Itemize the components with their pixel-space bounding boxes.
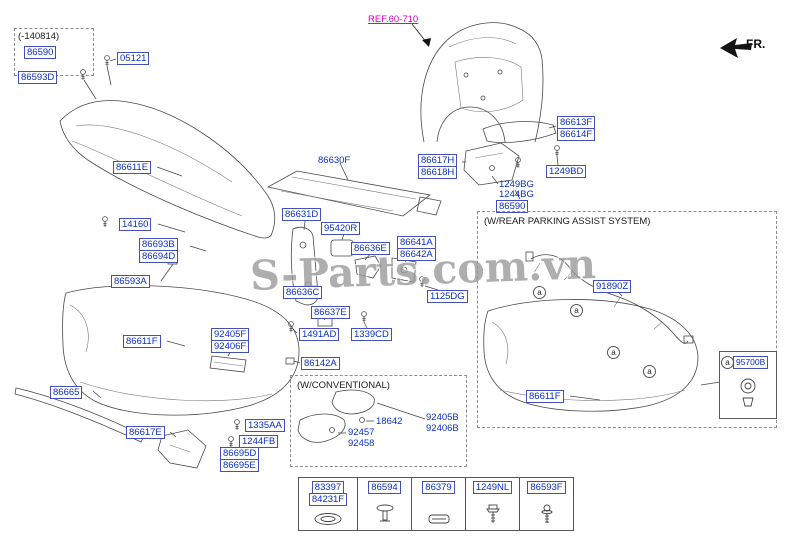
parking-sensor-icon (740, 378, 756, 407)
part-link-86593D[interactable]: 86593D (18, 71, 58, 84)
ref-link-60-710[interactable]: REF.60-710 (368, 14, 419, 25)
marker-a: a (607, 346, 620, 359)
part-link-1249NL[interactable]: 1249NL (472, 481, 513, 494)
part-link-86631D[interactable]: 86631D (282, 208, 322, 221)
part-link-stack-86695D-86695E: 86695D 86695E (220, 447, 260, 472)
parking-assist-box (477, 211, 777, 428)
fr-arrow-icon (720, 38, 752, 58)
part-link-14160[interactable]: 14160 (119, 218, 152, 231)
part-link-1125DG[interactable]: 1125DG (427, 290, 468, 303)
bolt-icon (361, 311, 367, 323)
part-link-86618H[interactable]: 86618H (418, 166, 458, 179)
part-link-86593A[interactable]: 86593A (111, 275, 150, 288)
screw-icon (541, 504, 552, 523)
part-link-1249BG[interactable]: 1249BG (499, 179, 534, 190)
screw-icon (228, 436, 234, 448)
fastener-cell-86379: 86379 (411, 478, 465, 530)
part-link-86614F[interactable]: 86614F (557, 128, 596, 141)
part-link-92406F[interactable]: 92406F (211, 340, 250, 353)
oval-grommet-icon (314, 513, 342, 525)
part-link-1335AA[interactable]: 1335AA (245, 419, 285, 432)
conventional-title: (W/CONVENTIONAL) (297, 380, 390, 391)
fastener-cell-86593F: 86593F (519, 478, 573, 530)
fastener-cell-1249NL: 1249NL (465, 478, 519, 530)
part-link-86636E[interactable]: 86636E (351, 242, 390, 255)
part-link-86611F-parking[interactable]: 86611F (526, 390, 564, 403)
part-link-86590[interactable]: 86590 (496, 200, 529, 213)
part-link-86593F[interactable]: 86593F (527, 481, 566, 494)
bolt-icon (102, 216, 108, 228)
legacy-variant-box: (-140814) 86590 (14, 28, 94, 76)
part-link-92405B[interactable]: 92405B (426, 412, 459, 423)
part-link-stack-92405F-92406F: 92405F 92406F (211, 328, 250, 353)
conventional-box (290, 375, 467, 467)
retainer-icon (428, 514, 449, 524)
parking-sensor-detail-box: a 95700B (719, 351, 777, 419)
part-link-86665[interactable]: 86665 (50, 386, 83, 399)
marker-a: a (570, 304, 583, 317)
part-link-1249BD[interactable]: 1249BD (546, 165, 587, 178)
screw-icon (104, 55, 110, 67)
part-link-95700B[interactable]: 95700B (733, 356, 769, 369)
part-link-91890Z[interactable]: 91890Z (593, 280, 632, 293)
part-link-05121[interactable]: 05121 (117, 52, 150, 65)
part-link-86630F[interactable]: 86630F (318, 155, 351, 166)
part-link-86637E[interactable]: 86637E (311, 306, 350, 319)
part-link-86142A[interactable]: 86142A (301, 357, 340, 370)
part-link-1244BG[interactable]: 1244BG (499, 189, 534, 200)
part-link-86594[interactable]: 86594 (368, 481, 401, 494)
part-link-92406B[interactable]: 92406B (426, 423, 459, 434)
parking-assist-title: (W/REAR PARKING ASSIST SYSTEM) (484, 216, 651, 227)
fastener-cell-83397: 83397 84231F (299, 478, 357, 530)
part-link-86695E[interactable]: 86695E (220, 459, 259, 472)
part-link-86694D[interactable]: 86694D (139, 250, 179, 263)
bolt-icon (234, 419, 240, 431)
part-link-stack-86641A-86642A: 86641A 86642A (397, 236, 436, 261)
part-link-stack-86613F-86614F: 86613F 86614F (557, 116, 596, 141)
part-link-86611F[interactable]: 86611F (123, 335, 161, 348)
part-link-1491AD[interactable]: 1491AD (299, 328, 340, 341)
part-link-86379[interactable]: 86379 (422, 481, 455, 494)
part-link-86590-legacy[interactable]: 86590 (24, 46, 57, 59)
screw-icon (485, 504, 500, 523)
fr-direction-label: FR. (746, 37, 766, 51)
legacy-variant-title: (-140814) (18, 31, 60, 42)
part-link-86636C[interactable]: 86636C (283, 286, 323, 299)
part-link-stack-86693B-86694D: 86693B 86694D (139, 238, 179, 263)
part-link-86642A[interactable]: 86642A (397, 248, 436, 261)
part-link-84231F[interactable]: 84231F (308, 493, 348, 506)
part-link-92458[interactable]: 92458 (348, 438, 375, 449)
part-link-92457[interactable]: 92457 (348, 427, 375, 438)
marker-a: a (643, 365, 656, 378)
part-link-86617E[interactable]: 86617E (126, 426, 165, 439)
part-link-86611E[interactable]: 86611E (113, 161, 152, 174)
fastener-table: 83397 84231F 86594 86379 1249NL (298, 477, 574, 531)
screw-icon (554, 145, 560, 157)
part-link-95420R[interactable]: 95420R (321, 222, 361, 235)
clip-icon (376, 504, 393, 522)
fastener-cell-86594: 86594 (357, 478, 411, 530)
part-link-18642[interactable]: 18642 (376, 416, 403, 427)
part-link-stack-86617H-86618H: 86617H 86618H (418, 154, 458, 179)
part-link-1339CD[interactable]: 1339CD (351, 328, 392, 341)
marker-a: a (533, 286, 546, 299)
